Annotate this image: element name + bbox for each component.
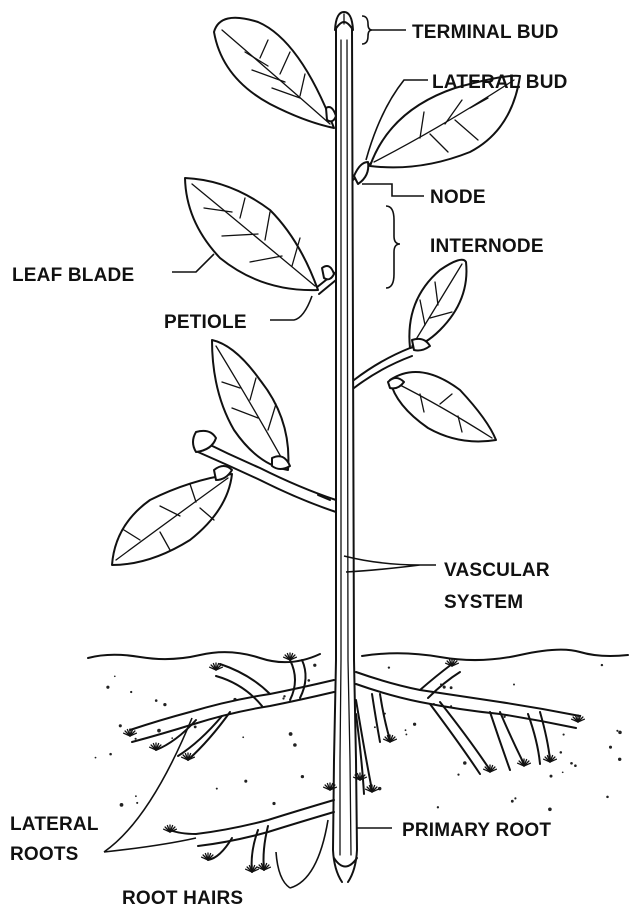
main-stem <box>333 28 357 882</box>
branch-lower-left <box>112 431 336 565</box>
leaf-upper-left <box>214 18 336 128</box>
soil-speck <box>450 686 453 689</box>
soil-speck <box>513 684 515 686</box>
vascular-strand-right <box>347 40 351 855</box>
soil-speck <box>606 796 609 799</box>
bud-upper-left <box>326 107 336 121</box>
soil-speck <box>95 757 97 759</box>
leaf-blade-left <box>185 178 336 294</box>
soil-speck <box>548 807 552 811</box>
label-primary-root: PRIMARY ROOT <box>402 820 551 841</box>
soil-speck <box>618 731 622 735</box>
terminal-bud-bracket <box>362 16 372 44</box>
soil-speck <box>616 730 618 732</box>
label-root-hairs: ROOT HAIRS <box>122 888 243 909</box>
soil-speck <box>242 736 244 738</box>
soil-speck <box>135 795 137 797</box>
soil-speck <box>563 734 565 736</box>
soil-speck <box>313 664 316 667</box>
vascular-leader <box>344 556 436 572</box>
soil-speck <box>457 774 459 776</box>
soil-speck <box>244 780 247 783</box>
root-tip <box>334 858 357 867</box>
soil-line <box>88 650 628 663</box>
soil-speck <box>405 729 407 731</box>
soil-speck <box>307 679 310 682</box>
lateral-bud-shape <box>354 162 368 184</box>
soil-speck <box>289 732 293 736</box>
terminal-bud <box>335 12 353 30</box>
soil-speck <box>560 751 563 754</box>
label-internode: INTERNODE <box>430 236 544 257</box>
soil-speck <box>574 764 577 767</box>
soil-speck <box>119 724 122 727</box>
soil-speck <box>136 802 138 804</box>
leaf-blade-leader <box>172 254 214 272</box>
soil-speck <box>194 725 197 728</box>
label-lateral-roots-line2: ROOTS <box>10 844 79 865</box>
label-terminal-bud: TERMINAL BUD <box>412 22 559 43</box>
label-vascular-line2: SYSTEM <box>444 592 523 613</box>
node-leader <box>362 184 424 196</box>
internode-bracket <box>386 206 400 288</box>
soil-speck <box>570 762 573 765</box>
label-node: NODE <box>430 187 486 208</box>
soil-speck <box>511 800 514 803</box>
soil-speck <box>437 806 439 808</box>
soil-speck <box>282 697 284 699</box>
soil-speck <box>374 726 376 728</box>
soil-speck <box>293 743 297 747</box>
soil-speck <box>120 803 124 807</box>
leaf-right-lower <box>388 372 496 442</box>
soil-speck <box>283 695 285 697</box>
label-vascular-line1: VASCULAR <box>444 560 550 581</box>
label-lateral-roots-line1: LATERAL <box>10 814 99 835</box>
root-hairs-leader <box>276 820 328 888</box>
vascular-strand-left <box>340 40 341 855</box>
soil-speck <box>216 788 218 790</box>
soil-speck <box>157 729 161 733</box>
bud-left <box>322 266 334 279</box>
soil-speck <box>301 775 304 778</box>
soil-speck <box>109 753 112 756</box>
soil-speck <box>514 797 516 799</box>
soil-speck <box>503 716 505 718</box>
label-lateral-bud: LATERAL BUD <box>432 72 568 93</box>
soil-speck <box>272 802 275 805</box>
label-leaf-blade: LEAF BLADE <box>12 265 134 286</box>
soil-speck <box>163 703 166 706</box>
soil-speck <box>618 758 621 761</box>
soil-speck <box>130 691 132 693</box>
soil-speck <box>114 675 116 677</box>
soil-speck <box>609 746 612 749</box>
soil-speck <box>463 761 467 765</box>
soil-speck <box>135 738 137 740</box>
soil-speck <box>171 737 173 739</box>
soil-speck <box>106 686 109 689</box>
soil-speck <box>550 775 553 778</box>
label-petiole: PETIOLE <box>164 312 247 333</box>
soil-speck <box>388 666 390 668</box>
soil-speck <box>562 771 564 773</box>
soil-speck <box>601 664 603 666</box>
soil-speck <box>405 733 407 735</box>
soil-speck <box>155 699 158 702</box>
soil-speck <box>443 686 446 689</box>
soil-speck <box>413 723 416 726</box>
petiole-leader <box>270 296 312 320</box>
leaf-right-small <box>354 260 466 388</box>
